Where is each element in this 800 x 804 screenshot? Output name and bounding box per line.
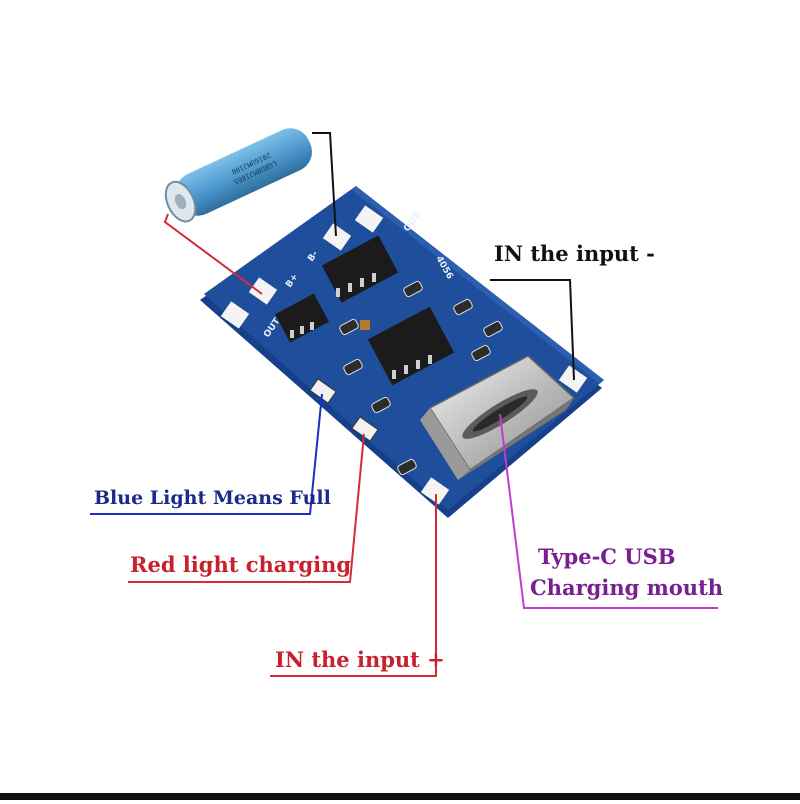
label-blue-light: Blue Light Means Full (94, 487, 331, 509)
label-typec-line1: Type-C USB (538, 544, 676, 569)
in-minus-line (490, 279, 575, 381)
blue-light-line (90, 393, 323, 515)
pcb-label-out-minus: OUT- (402, 209, 424, 234)
typec-line (499, 413, 718, 609)
battery-18650: LGBDBMJ1865 2016UMJ100 (164, 128, 312, 223)
in-plus-line (270, 494, 437, 677)
chip-tp4056 (367, 306, 455, 386)
led-blue (309, 378, 337, 404)
label-red-light: Red light charging (130, 552, 352, 577)
leader-lines (90, 132, 718, 677)
battery-negative-line (312, 132, 337, 237)
pad-out-minus (354, 205, 384, 233)
pad-b-minus (322, 223, 352, 251)
chip-dw01 (321, 235, 399, 303)
chip-pins (290, 273, 432, 379)
label-typec-line2: Charging mouth (530, 575, 724, 600)
pcb-board: B- B+ OUT- OUT+ 4056 (200, 186, 604, 518)
smd-components (339, 280, 503, 476)
red-light-line (128, 433, 365, 583)
chip-mosfet (275, 293, 329, 343)
bottom-border (0, 793, 800, 800)
pad-in-plus (420, 477, 450, 505)
battery-positive-line (163, 213, 263, 295)
led-red (351, 416, 379, 442)
label-in-plus: IN the input + (275, 647, 445, 672)
pad-b-plus (248, 277, 278, 305)
label-in-minus: IN the input - (494, 241, 655, 266)
pad-out-plus (220, 301, 250, 329)
